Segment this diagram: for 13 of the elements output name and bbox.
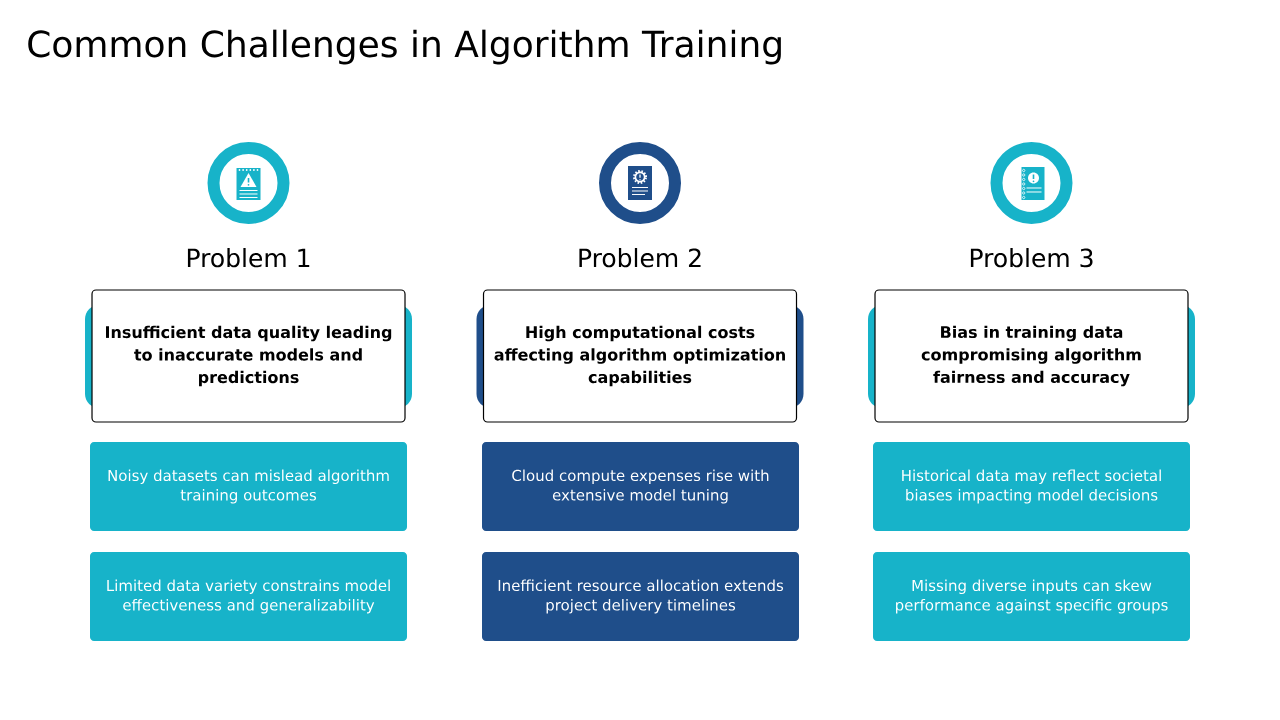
problem-box: Insufficient data quality leading to inaccurate models and predictions — [91, 289, 406, 423]
detail-box: Historical data may reflect societal biases impacting model decisions — [873, 442, 1190, 531]
problem-heading: Problem 1 — [187, 248, 310, 268]
problem-box: Bias in training data compromising algorithm fairness and accuracy — [874, 289, 1189, 423]
problem-heading: Problem 3 — [970, 248, 1093, 268]
detail-box: Inefficient resource allocation extends project delivery timelines — [482, 552, 799, 641]
detail-box: Limited data variety constrains model effectiveness and generalizability — [90, 552, 407, 641]
title: Common Challenges in Algorithm Training — [28, 29, 781, 65]
problem-heading: Problem 2 — [579, 248, 701, 268]
detail-box: Noisy datasets can mislead algorithm training outcomes — [90, 442, 407, 531]
problem-box: High computational costs affecting algorithm optimization capabilities — [482, 289, 798, 423]
detail-box: Missing diverse inputs can skew performance against specific groups — [873, 552, 1190, 641]
detail-box: Cloud compute expenses rise with extensive model tuning — [482, 442, 799, 531]
